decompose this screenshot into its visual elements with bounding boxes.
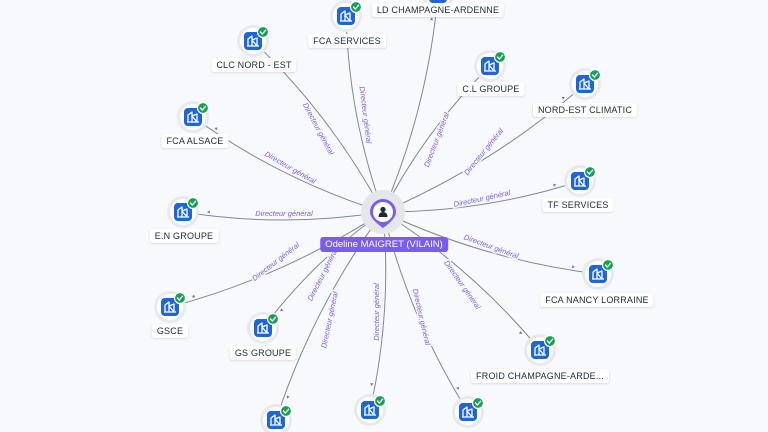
- relationship-edge: [382, 211, 599, 275]
- edge-arrow-icon: [553, 183, 557, 187]
- edge-role-label: Directeur général: [442, 259, 483, 312]
- edge-role-label: Directeur général: [422, 111, 451, 168]
- building-glyph: [579, 78, 591, 90]
- company-node[interactable]: [237, 25, 270, 57]
- relationship-edge: [192, 116, 384, 213]
- building-glyph: [574, 175, 586, 187]
- verified-check-icon: [196, 101, 210, 115]
- edge-arrow-icon: [518, 331, 522, 335]
- company-node[interactable]: [582, 258, 615, 290]
- company-node[interactable]: [452, 396, 485, 428]
- relationship-edge: [382, 180, 581, 213]
- company-name-label[interactable]: E.N GROUPE: [149, 229, 219, 243]
- company-node[interactable]: [564, 165, 597, 197]
- edge-arrow-icon: [456, 386, 459, 390]
- edge-arrow-icon: [571, 265, 575, 269]
- edge-role-label: Directeur général: [411, 288, 433, 346]
- relationship-edge: [182, 211, 384, 221]
- person-name-label[interactable]: Odeline MAIGRET (VILAIN): [320, 237, 448, 252]
- edge-arrow-icon: [280, 308, 284, 312]
- relationship-edge: [382, 0, 438, 213]
- edge-arrow-icon: [214, 127, 218, 131]
- company-name-label[interactable]: C.L GROUPE: [457, 82, 525, 96]
- company-name-label[interactable]: NORD-EST CLIMATIC: [532, 103, 638, 117]
- verified-check-icon: [256, 25, 270, 39]
- relationship-edge: [275, 211, 384, 421]
- edge-role-label: Directeur général: [453, 188, 511, 209]
- company-node[interactable]: [247, 312, 280, 344]
- relationship-edge: [382, 211, 541, 351]
- company-name-label[interactable]: FROID CHAMPAGNE-ARDE...: [471, 369, 609, 383]
- person-icon-body: [378, 212, 388, 217]
- building-glyph: [484, 60, 496, 72]
- company-name-label[interactable]: FCA ALSACE: [161, 134, 229, 148]
- company-node[interactable]: [167, 196, 200, 228]
- building-glyph: [257, 322, 269, 334]
- building-glyph: [164, 301, 176, 313]
- verified-check-icon: [601, 258, 615, 272]
- edge-role-label: Directeur général: [358, 86, 374, 145]
- edge-arrow-icon: [207, 210, 210, 214]
- edge-arrow-icon: [561, 96, 565, 100]
- verified-check-icon: [266, 312, 280, 326]
- company-name-label[interactable]: LD CHAMPAGNE-ARDENNE: [371, 3, 505, 17]
- person-node[interactable]: [361, 190, 405, 234]
- building-glyph: [592, 268, 604, 280]
- building-glyph: [340, 10, 352, 22]
- company-name-label[interactable]: CLC NORD - EST: [211, 58, 297, 72]
- building-icon: [429, 0, 447, 3]
- edge-role-label: Directeur général: [319, 290, 340, 348]
- edge-arrow-icon: [286, 395, 290, 399]
- verified-check-icon: [349, 0, 363, 14]
- verified-check-icon: [583, 165, 597, 179]
- relationship-edge: [369, 211, 387, 411]
- company-node[interactable]: [154, 291, 187, 323]
- company-node[interactable]: [474, 50, 507, 82]
- building-glyph: [247, 35, 259, 47]
- company-name-label[interactable]: GS GROUPE: [229, 346, 297, 360]
- edge-role-label: Directeur général: [263, 149, 318, 186]
- company-name-label[interactable]: TF SERVICES: [542, 198, 614, 212]
- company-name-label[interactable]: GSCE: [151, 324, 189, 338]
- building-glyph: [462, 406, 474, 418]
- verified-check-icon: [493, 50, 507, 64]
- building-glyph: [270, 414, 282, 426]
- edge-arrow-icon: [191, 294, 196, 298]
- person-icon: [380, 206, 386, 213]
- edge-arrow-icon: [429, 17, 433, 21]
- edge-role-label: Directeur général: [462, 126, 505, 177]
- verified-check-icon: [173, 291, 187, 305]
- company-node[interactable]: [177, 101, 210, 133]
- building-glyph: [187, 111, 199, 123]
- verified-check-icon: [588, 68, 602, 82]
- edge-arrow-icon: [370, 383, 374, 387]
- building-glyph: [177, 206, 189, 218]
- verified-check-icon: [543, 334, 557, 348]
- verified-check-icon: [279, 404, 293, 418]
- relationship-edge: [169, 211, 384, 308]
- building-glyph: [364, 404, 376, 416]
- company-name-label[interactable]: FCA NANCY LORRAINE: [540, 293, 654, 307]
- company-node[interactable]: [569, 68, 602, 100]
- company-node[interactable]: [330, 0, 363, 32]
- verified-check-icon: [373, 394, 387, 408]
- edge-role-label: Directeur général: [372, 283, 381, 341]
- company-node[interactable]: [524, 334, 557, 366]
- company-node[interactable]: [354, 394, 387, 426]
- company-name-label[interactable]: FCA SERVICES: [308, 34, 386, 48]
- verified-check-icon: [186, 196, 200, 210]
- company-node[interactable]: [260, 404, 293, 432]
- verified-check-icon: [471, 396, 485, 410]
- edge-role-label: Directeur général: [255, 209, 313, 218]
- building-glyph: [534, 344, 546, 356]
